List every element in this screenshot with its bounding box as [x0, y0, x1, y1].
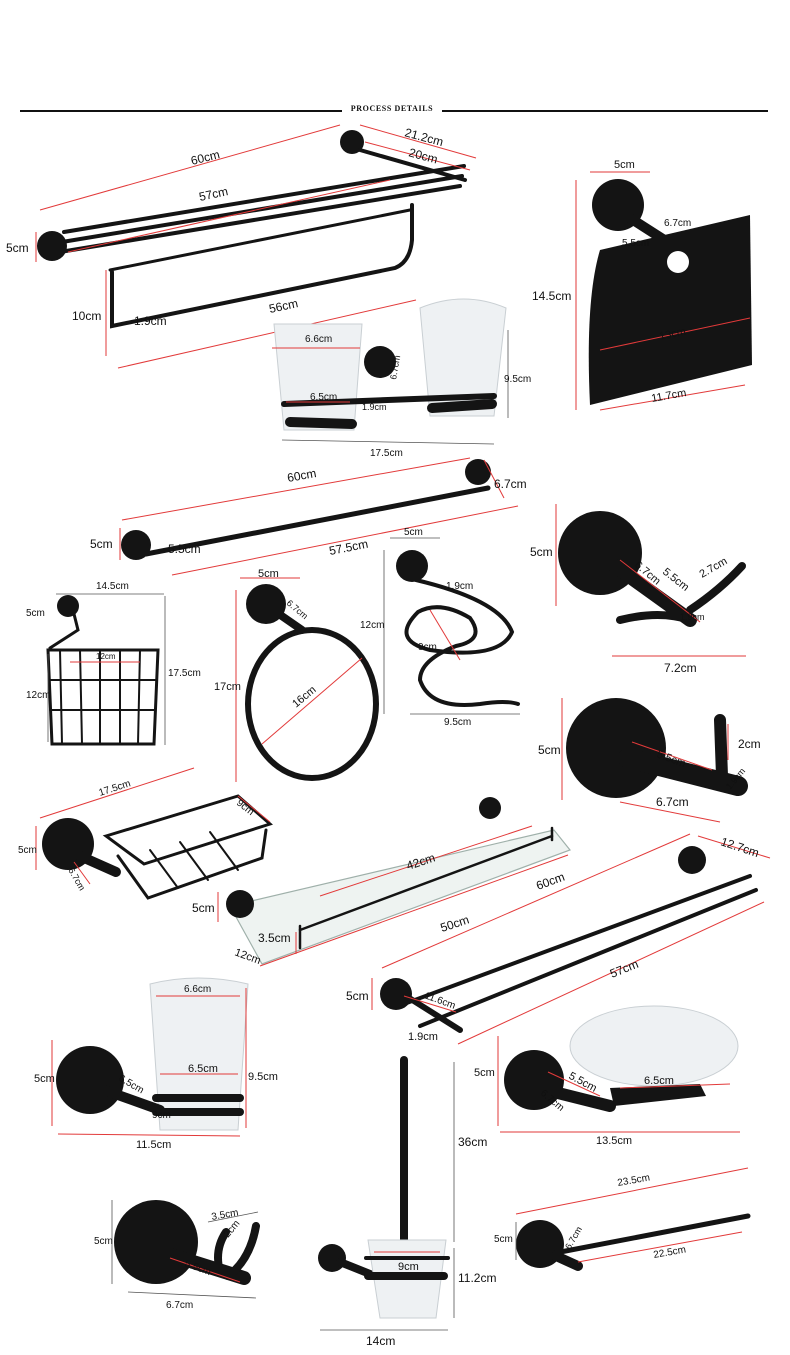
towel-bar-dim-2: 57.5cm: [328, 537, 369, 558]
coat-hook-dim-2: 2cm: [222, 1218, 243, 1240]
towel-shelf-dim-4: 21.2cm: [403, 125, 445, 149]
double-hook-dim-2: 5.5cm: [660, 566, 691, 594]
double-cup-dim-6: 1.9cm: [362, 402, 387, 412]
paper-holder-dim-6: 5.5cm: [622, 238, 649, 249]
single-cup-dim-3: 9.5cm: [248, 1071, 278, 1083]
glass-shelf-dim-3: 5cm: [192, 901, 215, 915]
towel-shelf-dim-6: 5cm: [6, 241, 29, 255]
single-cup-dim-2: 6.5cm: [188, 1063, 218, 1075]
robe-hook: 5cm 2cm 5.5cm 6.7cm 1.9cm: [538, 698, 761, 823]
paper-holder-dim-4: 11.7cm: [650, 387, 687, 405]
double-bar-dim-6: 1.9cm: [408, 1031, 438, 1043]
single-cup-dim-4: 5cm: [34, 1073, 55, 1085]
dryer-holder-dim-1: 5cm: [404, 527, 423, 538]
soap-basket-dim-3: 5cm: [18, 845, 37, 856]
towel-bar: 60cm 57.5cm 6.7cm 5cm 5.5cm: [90, 457, 527, 576]
soap-basket: 17.5cm 9cm 5cm 6.7cm: [18, 767, 273, 900]
double-cup-holder: 6.6cm 6.5cm 9.5cm 17.5cm 6.7cm 1.9cm: [272, 298, 531, 459]
double-hook-dim-6: 1.9cm: [680, 612, 705, 622]
paper-holder-dim-1: 5cm: [614, 159, 635, 171]
single-cup-dim-1: 6.6cm: [184, 984, 211, 995]
soap-basket-dim-1: 17.5cm: [98, 778, 133, 799]
soap-dish-dim-3: 6.5cm: [644, 1075, 674, 1087]
paper-holder: 5cm 14.5cm 13cm 11.7cm 6.7cm 5.5cm: [532, 159, 752, 411]
glass-shelf-dim-4: 3.5cm: [258, 931, 291, 945]
towel-ring-dim-2: 17cm: [214, 681, 241, 693]
soap-dish: 5cm 5.5cm 6.5cm 13.5cm 6.7cm: [474, 1005, 740, 1147]
towel-shelf-dim-3: 56cm: [268, 296, 300, 316]
coat-hook: 3.5cm 2cm 5cm 6.7cm 5.5cm: [94, 1200, 260, 1311]
corner-basket-dim-3: 17.5cm: [168, 668, 201, 679]
towel-shelf-dim-2: 57cm: [198, 184, 230, 204]
corner-basket-dim-2: 5cm: [26, 608, 45, 619]
paper-holder-dim-3: 13cm: [658, 326, 687, 343]
double-bar-dim-4: 5cm: [346, 989, 369, 1003]
robe-hook-dim-2: 2cm: [738, 737, 761, 751]
soap-dish-dim-4: 13.5cm: [596, 1135, 632, 1147]
page-title: PROCESS DETAILS: [350, 104, 434, 113]
double-hook-dim-3: 2.7cm: [698, 555, 730, 580]
toilet-brush: 36cm 11.2cm 9cm 14cm: [318, 1056, 496, 1348]
header-rule-left: [20, 110, 342, 112]
toilet-brush-dim-3: 9cm: [398, 1261, 419, 1273]
towel-ring-dim-3: 16cm: [290, 684, 318, 710]
soap-basket-dim-4: 6.7cm: [66, 866, 87, 892]
single-cup-dim-5: 11.5cm: [136, 1139, 171, 1151]
single-cup-holder: 6.6cm 6.5cm 9.5cm 5cm 11.5cm 6.5cm 9cm: [34, 977, 278, 1151]
double-hook-dim-5: 7.2cm: [664, 661, 697, 675]
toilet-brush-dim-4: 14cm: [366, 1334, 395, 1348]
single-cup-dim-7: 9cm: [152, 1110, 171, 1121]
double-hook: 5cm 5.5cm 2.7cm 6.7cm 7.2cm 1.9cm: [530, 504, 746, 675]
header-rule-right: [442, 110, 768, 112]
robe-hook-dim-1: 5cm: [538, 743, 561, 757]
double-bar-dim-3: 57cm: [608, 957, 640, 981]
towel-ring-dim-1: 5cm: [258, 568, 279, 580]
dryer-holder-dim-2: 1.9cm: [446, 581, 473, 592]
soap-dish-dim-1: 5cm: [474, 1067, 495, 1079]
towel-shelf-dim-7: 10cm: [72, 309, 101, 323]
dryer-holder-dim-4: 9cm: [418, 642, 437, 653]
double-cup-dim-1: 6.6cm: [305, 334, 332, 345]
towel-bar-dim-3: 6.7cm: [494, 477, 527, 491]
corner-basket: 14.5cm 5cm 17.5cm 12cm 12cm: [26, 581, 201, 746]
hand-bar-dim-3: 5cm: [494, 1234, 513, 1245]
dryer-holder-dim-5: 9.5cm: [444, 717, 471, 728]
towel-bar-dim-5: 5.5cm: [168, 542, 201, 556]
hand-bar-dim-1: 23.5cm: [617, 1172, 651, 1189]
towel-shelf-dim-1: 60cm: [189, 147, 221, 168]
paper-holder-dim-5: 6.7cm: [664, 218, 691, 229]
towel-bar-dim-1: 60cm: [286, 466, 317, 485]
robe-hook-dim-4: 6.7cm: [656, 795, 689, 809]
glass-shelf: 42cm 50cm 5cm 3.5cm 12cm: [192, 797, 571, 967]
corner-basket-dim-5: 12cm: [96, 652, 116, 661]
dryer-holder: 5cm 1.9cm 12cm 9cm 9.5cm: [360, 527, 520, 728]
double-hook-dim-1: 5cm: [530, 545, 553, 559]
soap-basket-dim-2: 9cm: [234, 798, 256, 818]
double-cup-dim-2: 6.5cm: [310, 392, 337, 403]
corner-basket-dim-1: 14.5cm: [96, 581, 129, 592]
paper-holder-dim-2: 14.5cm: [532, 289, 571, 303]
towel-ring: 5cm 17cm 16cm 6.7cm: [214, 568, 379, 782]
double-bar-dim-1: 12.7cm: [719, 835, 761, 860]
coat-hook-dim-1: 3.5cm: [211, 1207, 240, 1223]
towel-shelf: 60cm 57cm 56cm 21.2cm 20cm 5cm 10cm 1.9c…: [6, 124, 477, 369]
double-cup-dim-5: 6.7cm: [388, 354, 402, 380]
corner-basket-dim-4: 12cm: [26, 690, 50, 701]
coat-hook-dim-4: 6.7cm: [166, 1300, 193, 1311]
hand-towel-bar: 23.5cm 22.5cm 5cm 6.7cm: [494, 1167, 751, 1271]
dryer-holder-dim-3: 12cm: [360, 620, 384, 631]
coat-hook-dim-3: 5cm: [94, 1236, 113, 1247]
towel-shelf-dim-8: 1.9cm: [134, 314, 167, 328]
double-cup-dim-4: 17.5cm: [370, 448, 403, 459]
toilet-brush-dim-1: 36cm: [458, 1135, 487, 1149]
towel-bar-dim-4: 5cm: [90, 537, 113, 551]
toilet-brush-dim-2: 11.2cm: [458, 1271, 496, 1285]
double-cup-dim-3: 9.5cm: [504, 374, 531, 385]
